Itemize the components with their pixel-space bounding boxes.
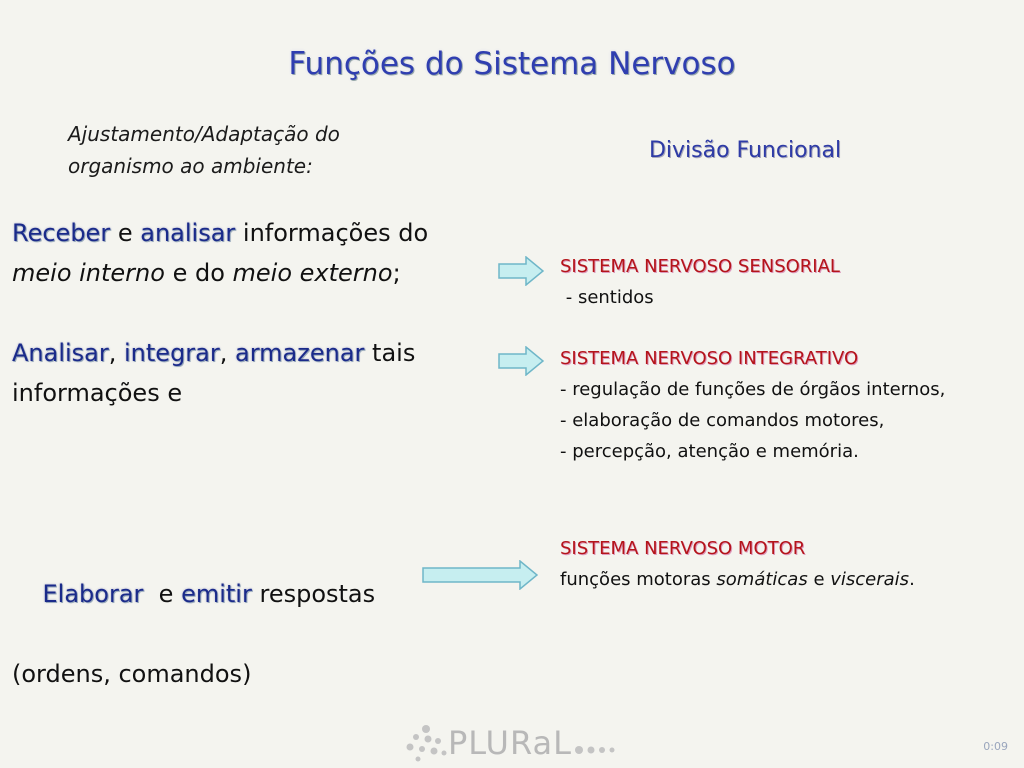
text-segment: informações do xyxy=(235,219,429,247)
division-header: Divisão Funcional xyxy=(648,138,842,163)
highlight-word: Receber xyxy=(12,219,111,247)
function-elaborar: Elaborar e emitir respostas (ordens, com… xyxy=(12,534,432,694)
logo-text: PLURaL xyxy=(448,724,572,762)
highlight-word: Elaborar xyxy=(42,580,144,608)
italic-term: viscerais xyxy=(830,569,910,590)
text-segment: informações e xyxy=(12,379,183,407)
text-segment: (ordens, comandos) xyxy=(12,660,252,688)
function-analisar: Analisar, integrar, armazenar tais infor… xyxy=(12,333,502,413)
text-segment: respostas xyxy=(251,580,376,608)
dots-logo-icon xyxy=(406,725,447,762)
right-arrow-icon xyxy=(498,256,544,286)
text-segment: tais xyxy=(364,339,416,367)
system-detail: - sentidos xyxy=(560,287,654,308)
system-integrativo: SISTEMA NERVOSO INTEGRATIVO - regulação … xyxy=(560,343,945,467)
text-segment: , xyxy=(219,339,236,367)
system-sensorial: SISTEMA NERVOSO SENSORIAL - sentidos xyxy=(560,251,840,313)
system-title: SISTEMA NERVOSO INTEGRATIVO xyxy=(560,348,859,369)
right-arrow-icon xyxy=(422,560,538,590)
highlight-word: analisar xyxy=(140,219,236,247)
system-title: SISTEMA NERVOSO MOTOR xyxy=(560,538,806,559)
plural-logo: PLURaL xyxy=(404,722,620,764)
slide-title: Funções do Sistema Nervoso xyxy=(288,46,736,82)
system-detail: - elaboração de comandos motores, xyxy=(560,410,885,431)
highlight-word: integrar xyxy=(124,339,220,367)
highlight-word: armazenar xyxy=(235,339,365,367)
slide-timer: 0:09 xyxy=(983,740,1008,753)
text-segment: . xyxy=(909,569,915,590)
system-motor: SISTEMA NERVOSO MOTOR funções motoras so… xyxy=(560,533,915,595)
system-detail: - regulação de funções de órgãos interno… xyxy=(560,379,946,400)
text-segment: e do xyxy=(164,259,233,287)
text-segment: e xyxy=(807,569,831,590)
italic-term: somáticas xyxy=(716,569,808,590)
right-arrow-icon xyxy=(498,346,544,376)
system-title: SISTEMA NERVOSO SENSORIAL xyxy=(560,256,840,277)
subtitle: Ajustamento/Adaptação do organismo ao am… xyxy=(68,118,428,182)
text-segment: funções motoras xyxy=(560,569,717,590)
text-segment: e xyxy=(110,219,141,247)
italic-term: meio externo xyxy=(232,259,393,287)
text-segment: , xyxy=(108,339,125,367)
dots-trail-icon xyxy=(574,746,615,754)
subtitle-line-2: organismo ao ambiente: xyxy=(68,154,313,178)
highlight-word: emitir xyxy=(181,580,252,608)
subtitle-line-1: Ajustamento/Adaptação do xyxy=(68,122,340,146)
highlight-word: Analisar xyxy=(12,339,109,367)
italic-term: meio interno xyxy=(12,259,165,287)
function-receber: Receber e analisar informações do meio i… xyxy=(12,213,502,293)
system-detail: - percepção, atenção e memória. xyxy=(560,441,859,462)
text-segment: ; xyxy=(392,259,401,287)
text-segment: e xyxy=(143,580,182,608)
system-detail: funções motoras somáticas e viscerais. xyxy=(560,564,915,595)
